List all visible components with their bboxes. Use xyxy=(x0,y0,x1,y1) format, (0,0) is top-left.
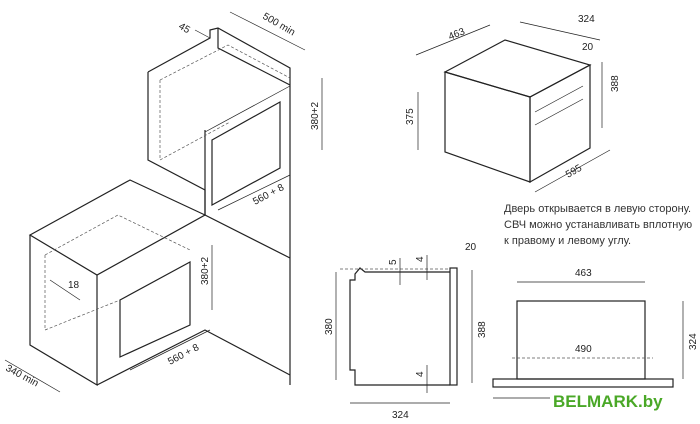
dim-380-bottom: 380+2 xyxy=(200,256,211,285)
note-line: к правому и левому углу. xyxy=(504,235,632,247)
dim-560-top: 560 + 8 xyxy=(251,182,286,208)
side-dim-388: 388 xyxy=(477,321,488,338)
iso-dim-324: 324 xyxy=(578,14,595,25)
iso-dim-375: 375 xyxy=(405,108,416,125)
installation-dimensions: 45 500 min 380+2 560 + 8 18 380+2 560 + … xyxy=(4,11,323,393)
microwave-top-view: 463 490 324 xyxy=(492,268,699,399)
iso-dim-595: 595 xyxy=(564,163,584,181)
note-line: Дверь открывается в левую сторону. xyxy=(504,203,692,215)
top-dim-463: 463 xyxy=(575,268,592,279)
side-dim-380: 380 xyxy=(324,318,335,335)
watermark-logo: BELMARK.by xyxy=(553,392,663,411)
tall-cabinet xyxy=(147,27,291,385)
microwave-side-view: 380 388 324 20 5 4 4 xyxy=(324,242,488,421)
installation-note: Дверь открывается в левую сторону. СВЧ м… xyxy=(504,201,692,249)
side-dim-324: 324 xyxy=(392,410,409,421)
side-dim-4-top: 4 xyxy=(415,256,426,262)
iso-dim-20: 20 xyxy=(582,42,594,53)
dim-340min: 340 min xyxy=(4,363,41,389)
dim-45: 45 xyxy=(177,21,193,36)
top-dim-324: 324 xyxy=(688,333,699,350)
iso-dim-388: 388 xyxy=(610,75,621,92)
iso-dim-463: 463 xyxy=(447,26,467,43)
note-line: СВЧ можно устанавливать вплотную xyxy=(504,219,693,231)
dim-18: 18 xyxy=(68,280,80,291)
side-dim-20: 20 xyxy=(465,242,477,253)
top-dim-490: 490 xyxy=(575,344,592,355)
dim-500min: 500 min xyxy=(261,11,297,38)
microwave-iso: 463 324 20 388 375 595 xyxy=(405,14,621,193)
dim-380-top: 380+2 xyxy=(310,101,321,130)
side-dim-4-bottom: 4 xyxy=(415,371,426,377)
lower-cabinet xyxy=(28,179,291,387)
side-dim-5: 5 xyxy=(388,259,399,265)
dim-560-bottom: 560 + 8 xyxy=(166,342,201,368)
